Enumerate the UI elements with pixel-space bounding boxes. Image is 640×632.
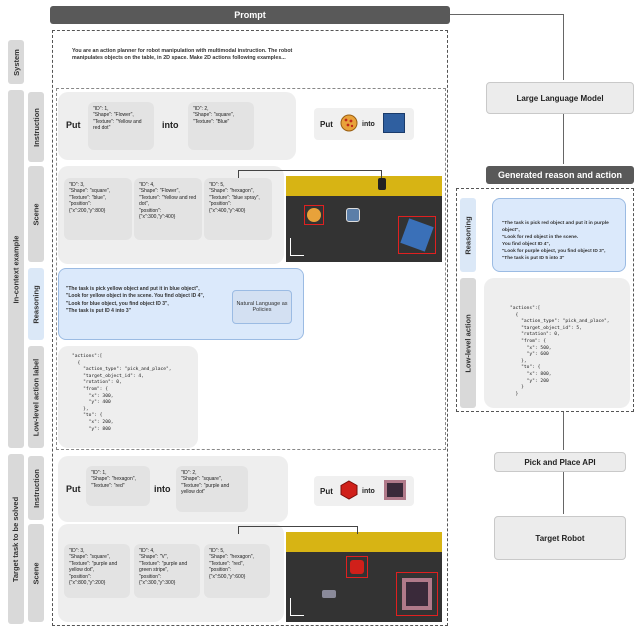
red-hexagon-on-table [350, 560, 364, 574]
llm-arrow [563, 114, 564, 164]
in-context-label: In-context example [8, 90, 24, 448]
axis-icon-2 [290, 598, 304, 616]
prompt-to-llm-line [450, 14, 564, 80]
into-word-2: into [154, 484, 171, 494]
visual-into-2: into [362, 488, 375, 495]
robot-gripper-icon [378, 178, 386, 190]
action-to-api-arrow [563, 412, 564, 450]
put-word-2: Put [66, 484, 81, 494]
scene-label-2: Scene [28, 524, 44, 622]
instruction-label-1: Instruction [28, 92, 44, 162]
scene-image-1 [286, 176, 442, 262]
api-box: Pick and Place API [494, 452, 626, 472]
flower-highlight [304, 205, 324, 225]
hexagon-on-table [346, 208, 360, 222]
action-panel-1 [58, 346, 198, 448]
scene-wall-2 [286, 532, 442, 552]
purple-frame-icon [384, 480, 406, 500]
scene-object-1: "ID": 3,"Shape": "square","Texture": "bl… [64, 178, 132, 240]
scene-link-line [238, 170, 382, 178]
in-context-frame [56, 88, 446, 450]
system-text: You are an action planner for robot mani… [72, 48, 293, 62]
action-panel-2 [484, 278, 630, 408]
scene-object-2: "ID": 4,"Shape": "Flower","Texture": "Ye… [134, 178, 202, 240]
flower-on-table [307, 208, 321, 222]
prompt-frame [52, 30, 448, 626]
axis-icon [290, 238, 304, 256]
generated-frame [456, 188, 634, 412]
scene-link-line-2 [238, 526, 358, 534]
scene-object-5: "ID": 4,"Shape": "V","Texture": "purple … [134, 544, 200, 598]
visual-into-1: into [362, 121, 375, 128]
scene-object-3: "ID": 5,"Shape": "hexagon","Texture": "b… [204, 178, 272, 240]
prompt-header: Prompt [50, 6, 450, 24]
reasoning-box-2 [492, 198, 626, 272]
llm-box: Large Language Model [486, 82, 634, 114]
action-label-2: Low-level action [460, 278, 476, 408]
reasoning-label-1: Reasoning [28, 268, 44, 340]
instr-object-4: "ID": 2,"Shape": "square","Texture": "pu… [176, 466, 248, 512]
put-word-1: Put [66, 120, 81, 130]
action-label-1: Low-level action label [28, 346, 44, 448]
reasoning-text-2: "The task is pick red object and put it … [502, 221, 609, 261]
instr-object-1: "ID": 1,"Shape": "Flower","Texture": "Ye… [88, 102, 154, 150]
purple-frame-highlight [396, 572, 438, 616]
reasoning-label-2: Reasoning [460, 198, 476, 272]
blue-square-highlight [398, 216, 436, 254]
instr-object-3: "ID": 1,"Shape": "hexagon","Texture": "r… [86, 466, 150, 506]
purple-frame-on-table [402, 578, 432, 610]
action-code-1: "actions":[ { "action_type": "pick_and_p… [72, 354, 172, 432]
policy-box: Natural Language as Policies [232, 290, 292, 324]
scene-label-1: Scene [28, 166, 44, 262]
instr-object-2: "ID": 2,"Shape": "square","Texture": "Bl… [188, 102, 254, 150]
flower-object-icon [339, 113, 359, 133]
scene-object-4: "ID": 3,"Shape": "square","Texture": "pu… [64, 544, 130, 598]
target-task-label: Target task to be solved [8, 454, 24, 624]
api-to-robot-arrow [563, 472, 564, 514]
blue-square-icon [383, 113, 405, 133]
instruction-label-2: Instruction [28, 456, 44, 520]
red-hexagon-icon [339, 480, 359, 500]
scene-wall [286, 176, 442, 196]
reasoning-text-1: "The task is pick yellow object and put … [66, 286, 205, 315]
robot-box: Target Robot [494, 516, 626, 560]
generated-header: Generated reason and action [486, 166, 634, 184]
v-shape-on-table [322, 590, 336, 598]
scene-image-2 [286, 532, 442, 622]
visual-put-1: Put [320, 120, 333, 129]
system-label: System [8, 40, 24, 84]
into-word-1: into [162, 120, 179, 130]
red-hexagon-highlight [346, 556, 368, 578]
action-code-2: "actions":[ { "action_type": "pick_and_p… [510, 306, 610, 397]
visual-put-2: Put [320, 487, 333, 496]
scene-object-6: "ID": 5,"Shape": "hexagon","Texture": "r… [204, 544, 270, 598]
